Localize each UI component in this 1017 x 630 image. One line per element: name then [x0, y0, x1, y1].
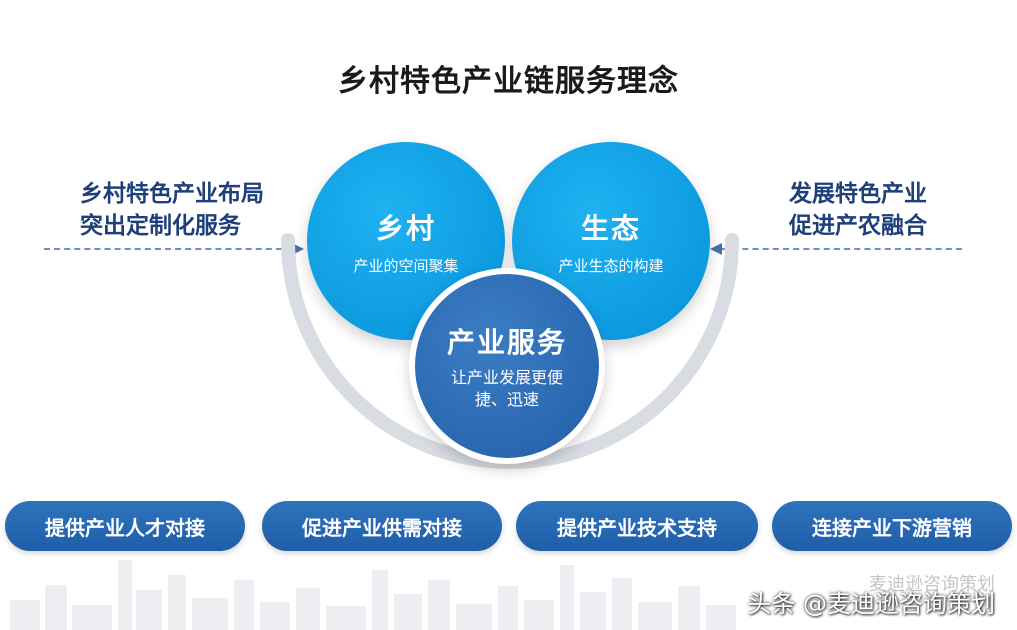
right-caption-line-2: 促进产农融合	[789, 213, 927, 239]
left-arrow-line	[44, 248, 292, 250]
circle-industry-service-subtitle: 让产业发展更便 捷、迅速	[451, 367, 563, 411]
watermark-main: 头条 @麦迪逊咨询策划	[747, 590, 995, 618]
circle-ecology-subtitle: 产业生态的构建	[558, 256, 664, 275]
circle-village-title: 乡村	[375, 211, 436, 245]
left-caption-line-1: 乡村特色产业布局	[80, 181, 264, 207]
city-skyline-illustration	[10, 560, 736, 630]
right-caption-line-1: 发展特色产业	[789, 181, 927, 207]
circle-village-subtitle: 产业的空间聚集	[353, 256, 459, 275]
right-arrow-line	[722, 248, 962, 250]
watermark-faint: 麦迪逊咨询策划	[869, 574, 995, 595]
circle-industry-service-subtitle-line-1: 让产业发展更便	[450, 368, 563, 387]
pill-downstream-marketing: 连接产业下游营销	[772, 501, 1012, 551]
right-caption: 发展特色产业 促进产农融合	[707, 178, 927, 242]
diagram-title: 乡村特色产业链服务理念	[338, 64, 679, 99]
circle-industry-service-title: 产业服务	[446, 326, 567, 359]
circle-industry-service-subtitle-line-2: 捷、迅速	[474, 390, 539, 409]
right-arrow-head	[710, 243, 722, 255]
left-caption: 乡村特色产业布局 突出定制化服务	[80, 178, 320, 242]
circle-village: 乡村 产业的空间聚集	[307, 142, 505, 340]
left-caption-line-2: 突出定制化服务	[80, 213, 241, 239]
pill-talent-matching: 提供产业人才对接	[5, 501, 245, 551]
pill-technical-support: 提供产业技术支持	[516, 501, 758, 551]
circle-industry-service: 产业服务 让产业发展更便 捷、迅速	[409, 268, 605, 464]
pill-supply-demand-matching: 促进产业供需对接	[262, 501, 502, 551]
circle-ecology-title: 生态	[580, 211, 641, 245]
